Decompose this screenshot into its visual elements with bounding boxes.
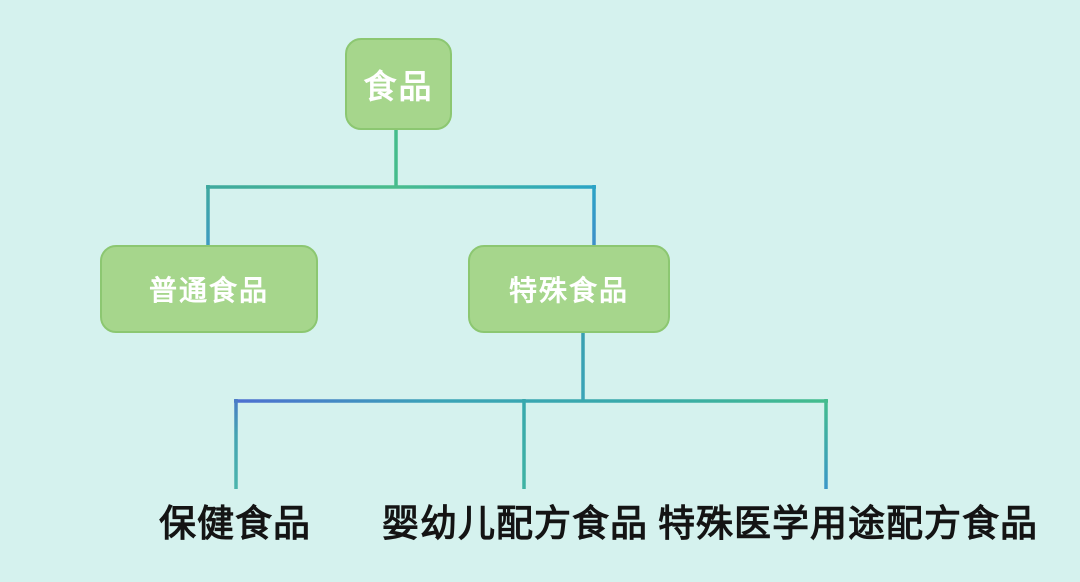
leaf-special-medical-formula-food: 特殊医学用途配方食品	[658, 503, 1038, 544]
node-special-food-label: 特殊食品	[508, 275, 629, 306]
node-ordinary-food-label: 普通食品	[148, 275, 269, 306]
leaf-infant-formula-food: 婴幼儿配方食品	[382, 503, 648, 544]
node-ordinary-food[interactable]: 普通食品	[100, 245, 318, 333]
node-special-food[interactable]: 特殊食品	[468, 245, 670, 333]
node-food-label: 食品	[363, 68, 434, 105]
node-food[interactable]: 食品	[345, 38, 452, 130]
leaf-health-food: 保健食品	[159, 503, 311, 544]
